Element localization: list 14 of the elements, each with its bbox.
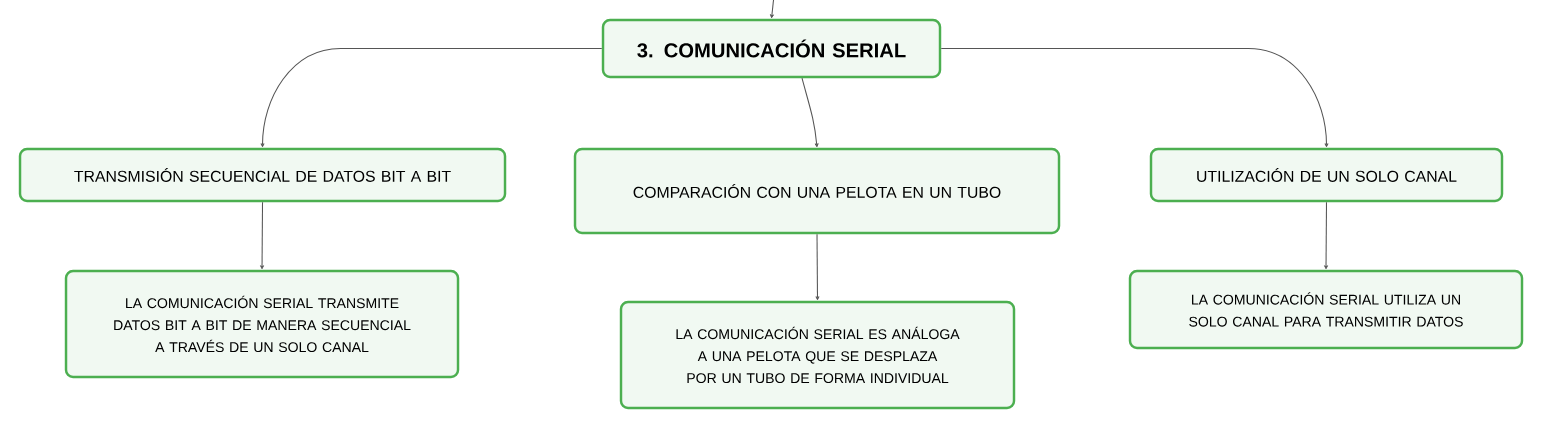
description-box: LA COMUNICACIÓN SERIAL TRANSMITE DATOS BIT A BIT DE MANERA SECUENCIAL A TRAVÉS DE UN SOLO CANAL (64, 269, 460, 379)
topic-box: TRANSMISIÓN SECUENCIAL DE DATOS BIT A BIT (18, 147, 507, 203)
arrow (260, 201, 265, 270)
arrow (801, 77, 819, 148)
title-box: 3. COMUNICACIÓN SERIAL (601, 18, 942, 79)
description-box: LA COMUNICACIÓN SERIAL UTILIZA UN SOLO CANAL PARA TRANSMITIR DATOS (1128, 269, 1524, 350)
topic-box: COMPARACIÓN CON UNA PELOTA EN UN TUBO (573, 147, 1061, 235)
topic-box: UTILIZACIÓN DE UN SOLO CANAL (1149, 147, 1504, 203)
description-box: LA COMUNICACIÓN SERIAL ES ANÁLOGA A UNA PELOTA QUE SE DESPLAZA POR UN TUBO DE FORMA INDIVIDUAL (619, 300, 1016, 410)
arrow (260, 47, 603, 148)
arrow (940, 47, 1329, 148)
arrow (815, 233, 820, 301)
arrow (769, 0, 775, 19)
arrow (1324, 201, 1329, 270)
